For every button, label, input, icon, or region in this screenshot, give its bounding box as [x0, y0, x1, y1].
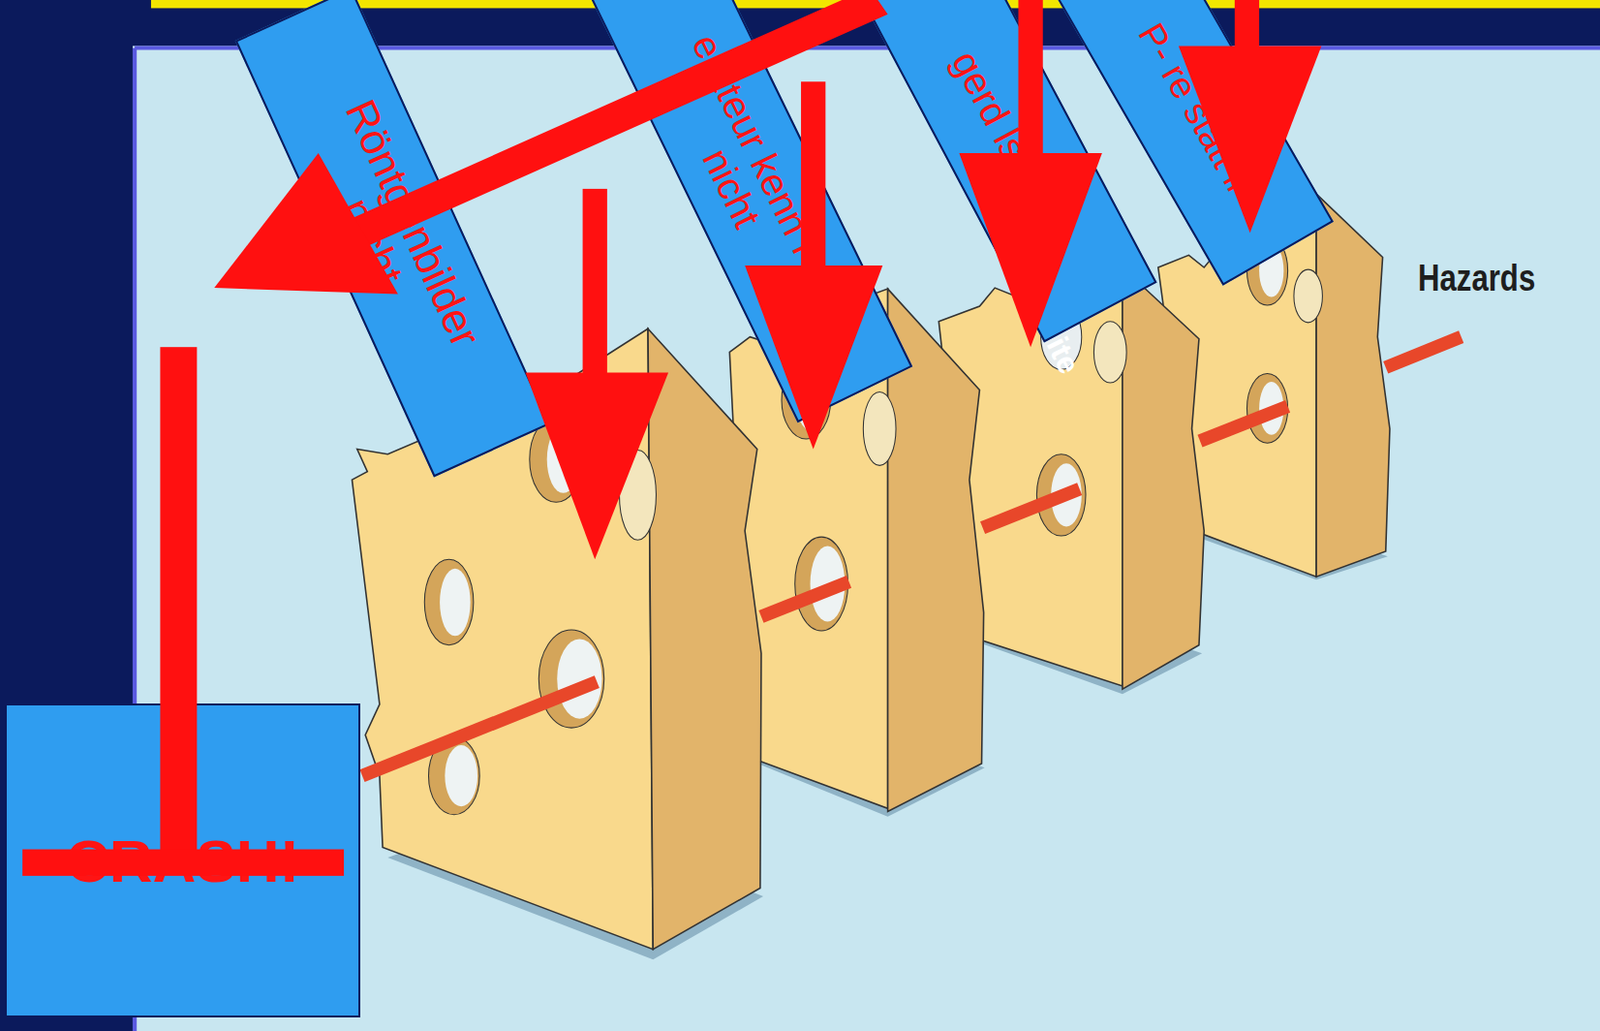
- cheese-slice-side: [1122, 267, 1204, 689]
- cheese-slice-side: [647, 328, 762, 950]
- hazard-text: gerd lsche: [945, 44, 1066, 222]
- arrow-head: [1178, 45, 1323, 233]
- node-text-group: gerd lsche: [945, 44, 1066, 222]
- arrow-shaft: [1017, 0, 1043, 174]
- cheese-hole: [862, 392, 896, 466]
- arrow-head: [958, 153, 1103, 347]
- hazard-text: erateur kenn Pat. nicht: [639, 9, 861, 348]
- hazard-label-box: erateur kenn Pat. nicht: [587, 0, 913, 423]
- cheese-hole: [619, 450, 657, 541]
- trajectory-segment: [1200, 405, 1289, 441]
- arrow-head: [744, 265, 883, 450]
- arrow-head: [214, 153, 399, 294]
- crash-text: CRASH!: [65, 829, 300, 893]
- hazard-label-box: Röntgenbilder nicht: [235, 0, 551, 478]
- cheese-hole: [547, 425, 581, 493]
- node-text-group: CRASH!: [65, 829, 300, 893]
- node-text-group: Röntgenbilder nicht: [279, 56, 506, 409]
- crash-strike: [22, 848, 344, 875]
- arrow-shaft: [800, 81, 826, 286]
- trajectory-segment: [761, 581, 850, 616]
- cheese-hole: [424, 558, 474, 645]
- node-text-group: P- re statt li: [1130, 16, 1258, 197]
- arrow-head: [525, 372, 670, 560]
- cheese-hole: [1293, 269, 1324, 323]
- red-arrows: [22, 0, 1322, 876]
- hazards-label: Hazards: [1417, 257, 1536, 300]
- hazard-text: P- re statt li: [1130, 16, 1258, 197]
- trajectory-segment: [1385, 337, 1462, 369]
- arrow-shaft: [328, 0, 888, 255]
- trajectory-segment: [983, 489, 1080, 528]
- node-text-group: erateur kenn Pat. nicht: [639, 9, 861, 348]
- crash-line: [159, 346, 197, 873]
- trajectory-segment: [362, 681, 597, 776]
- hazard-text: Röntgenbilder nicht: [279, 56, 506, 409]
- arrow-shaft: [1234, 0, 1260, 72]
- cheese-slice-side: [1316, 193, 1390, 577]
- cheese-hole: [439, 568, 471, 637]
- cheese-hole: [444, 744, 478, 806]
- arrow-shaft: [583, 188, 608, 394]
- crash-box: CRASH!: [4, 703, 361, 1016]
- cheese-hole: [1093, 321, 1127, 383]
